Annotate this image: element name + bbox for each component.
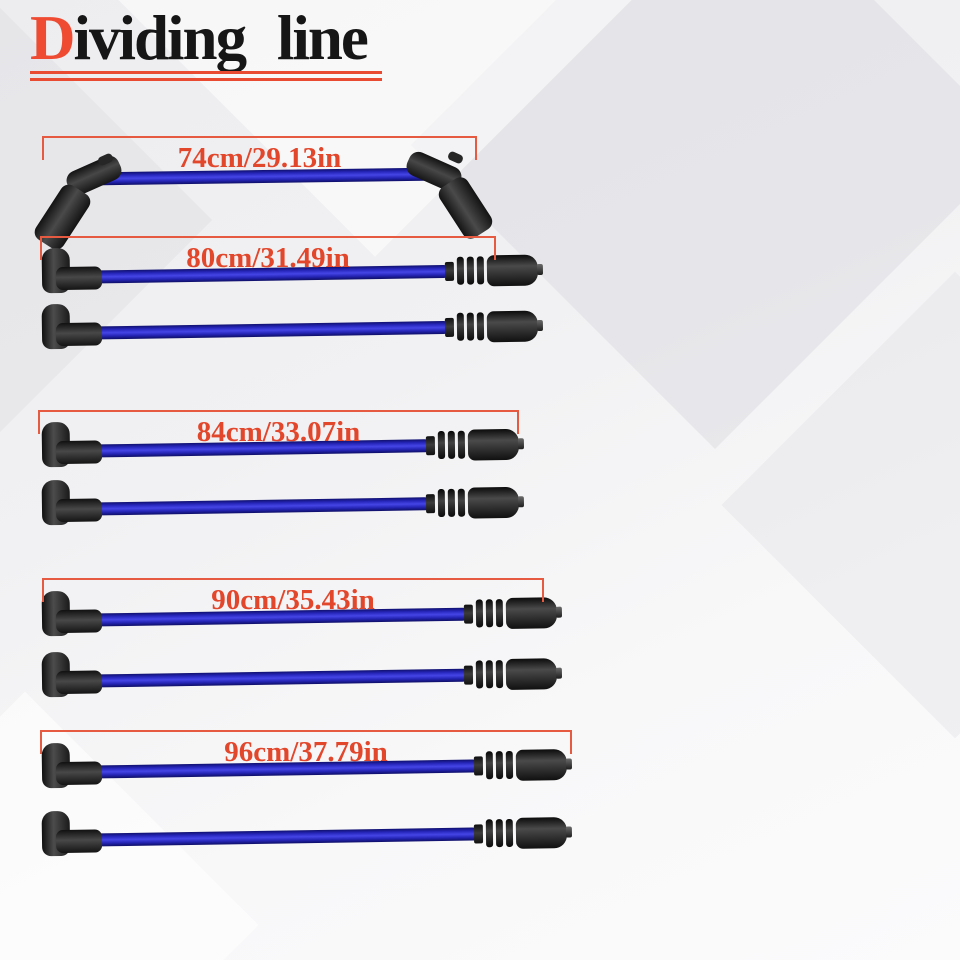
dimension-label-90cm: 90cm/35.43in [211,584,375,616]
wire-84cm-2 [41,457,520,554]
dimension-bracket-90cm: 90cm/35.43in [42,578,544,616]
wire-cable [83,320,451,340]
straight-connector-right [463,657,558,690]
wire-80cm-2 [41,281,539,379]
elbow-boot-left [41,287,103,378]
dimension-bracket-84cm: 84cm/33.07in [38,410,519,448]
elbow-boot-left [41,635,103,726]
elbow-boot-left [41,794,103,885]
dimension-label-84cm: 84cm/33.07in [196,416,361,448]
elbow-boot-left [41,463,103,554]
dimension-bracket-96cm: 96cm/37.79in [40,730,572,768]
wire-cable [83,826,480,847]
straight-connector-right [425,486,520,519]
title-rest: ividing line [73,3,369,73]
dimension-label-80cm: 80cm/31.49in [186,242,350,274]
wire-90cm-2 [41,628,558,726]
title-underline [30,71,382,81]
straight-connector-right [473,816,568,849]
title-accent-letter: D [30,3,75,73]
wire-96cm-2 [41,787,568,885]
dimension-label-96cm: 96cm/37.79in [224,736,388,768]
straight-connector-right [444,310,539,342]
dimension-bracket-74cm: 74cm/29.13in [42,136,477,174]
dimension-bracket-80cm: 80cm/31.49in [40,236,496,274]
wire-cable [83,668,470,688]
wire-cable [83,496,432,516]
page-title: Dividing line [30,3,369,73]
dimension-label-74cm: 74cm/29.13in [177,142,342,174]
